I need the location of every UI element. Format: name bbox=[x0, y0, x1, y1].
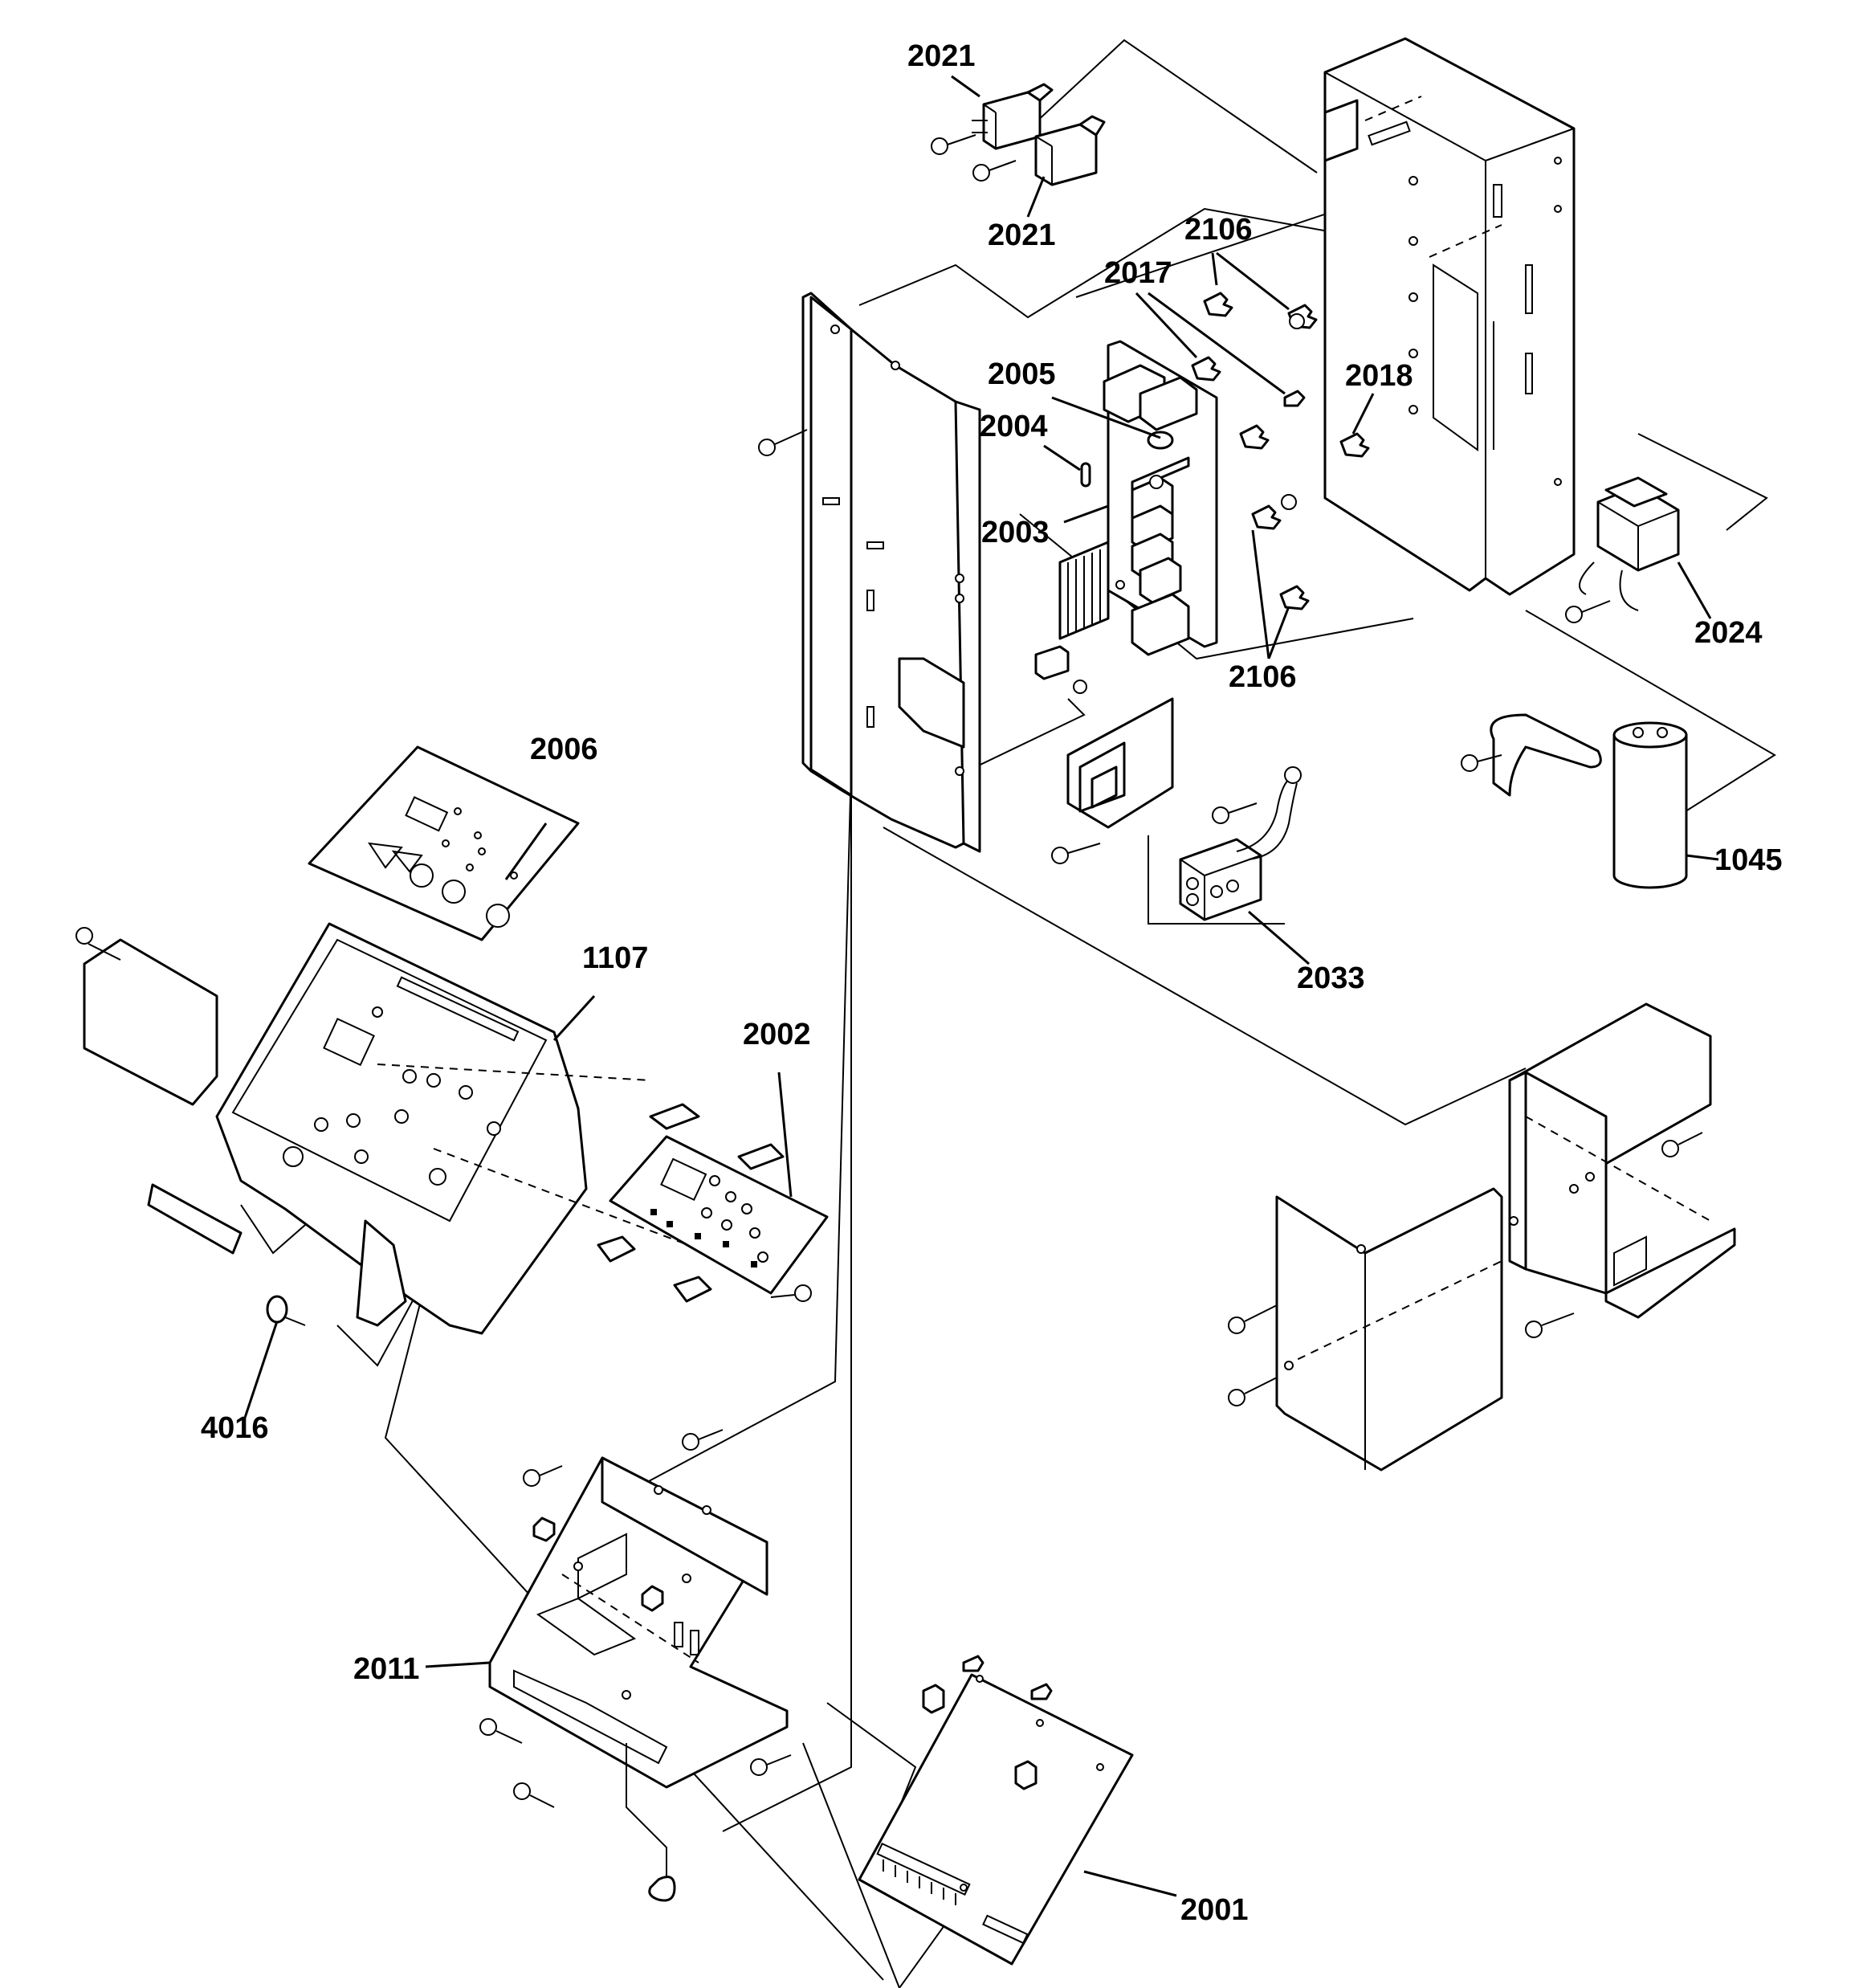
label-4016: 4016 bbox=[201, 1411, 269, 1445]
label-2004: 2004 bbox=[980, 410, 1048, 443]
fuse-2004 bbox=[1080, 462, 1091, 488]
label-2021-top: 2021 bbox=[907, 39, 976, 73]
label-2021-bottom: 2021 bbox=[988, 218, 1056, 252]
label-2106-bottom: 2106 bbox=[1229, 660, 1297, 694]
standoffs-2106-2017-2018 bbox=[1191, 292, 1370, 610]
grommet-4016 bbox=[266, 1295, 306, 1326]
transformer-2024 bbox=[1565, 476, 1680, 623]
capacitor-1045 bbox=[1461, 713, 1688, 889]
label-2001: 2001 bbox=[1180, 1893, 1249, 1927]
relay-2021-lower bbox=[1034, 115, 1106, 186]
heat-sink bbox=[1058, 541, 1110, 640]
relay-2021-upper bbox=[972, 83, 1054, 150]
label-2018: 2018 bbox=[1345, 359, 1413, 393]
bottom-bracket-2011 bbox=[479, 1429, 792, 1902]
left-cover-panel bbox=[758, 292, 981, 853]
label-2017: 2017 bbox=[1104, 256, 1172, 290]
relay-screws bbox=[931, 134, 1017, 182]
label-1045: 1045 bbox=[1714, 843, 1783, 877]
part-labels: 2021 2021 2106 2017 2005 2018 2004 2003 … bbox=[201, 39, 1783, 1927]
connector-small bbox=[1034, 645, 1087, 694]
label-2006: 2006 bbox=[530, 733, 598, 766]
leader-lines bbox=[243, 75, 1719, 1897]
label-2002: 2002 bbox=[743, 1018, 811, 1051]
label-2024: 2024 bbox=[1694, 616, 1763, 650]
label-1107: 1107 bbox=[582, 941, 648, 975]
label-2033: 2033 bbox=[1297, 961, 1365, 995]
terminal-block-2033 bbox=[1179, 766, 1302, 921]
control-box-housing bbox=[1323, 37, 1576, 596]
control-panel-overlay-2006 bbox=[308, 745, 580, 941]
display-board-2002 bbox=[597, 1103, 829, 1303]
control-panel-bezel-1107 bbox=[75, 922, 732, 1335]
label-2106-top: 2106 bbox=[1184, 213, 1253, 247]
label-2011: 2011 bbox=[353, 1652, 419, 1686]
main-control-board-2003 bbox=[1034, 340, 1218, 694]
lower-right-bracket bbox=[1508, 1002, 1736, 1338]
lower-right-cover bbox=[1228, 1187, 1503, 1472]
relay-board-2001 bbox=[858, 1655, 1134, 1966]
label-2003: 2003 bbox=[981, 516, 1050, 549]
terminal-bracket bbox=[1051, 697, 1174, 864]
label-2005: 2005 bbox=[988, 357, 1056, 391]
